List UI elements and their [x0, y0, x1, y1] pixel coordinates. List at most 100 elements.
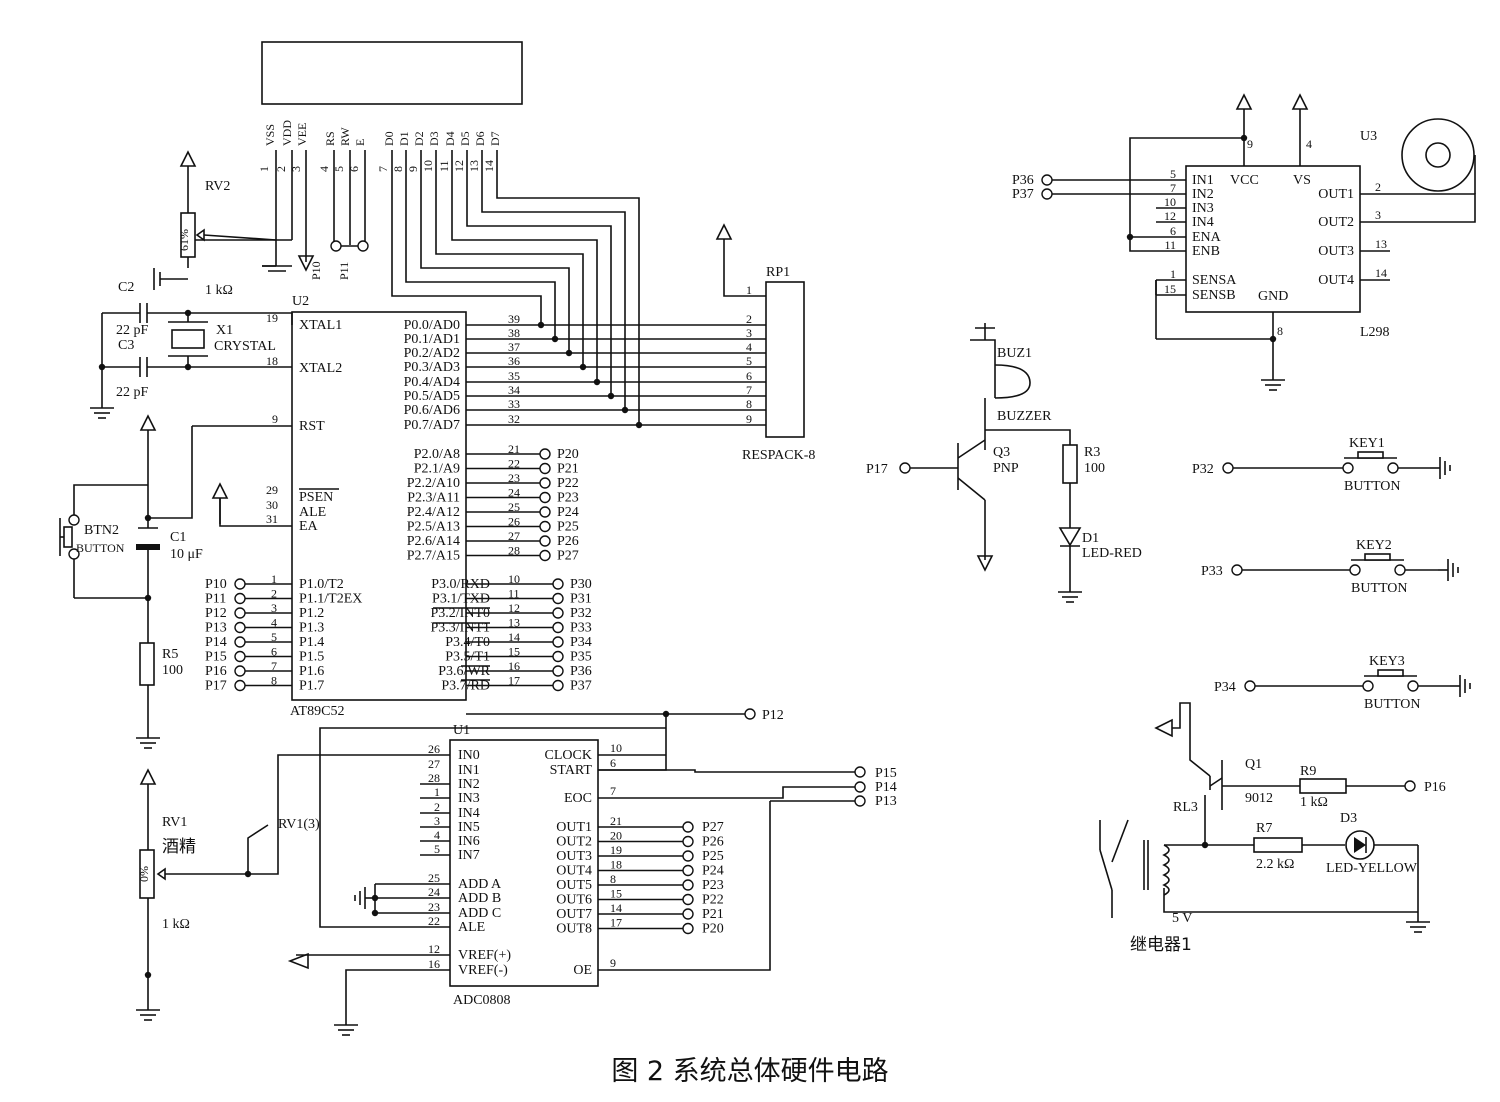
lcd-pin-number: 6 — [347, 166, 361, 172]
terminal-circle — [539, 535, 551, 547]
mcu-pin-num: 14 — [508, 630, 520, 644]
l298-pin-num: 5 — [1170, 167, 1176, 181]
mcu-pin-num: 27 — [508, 529, 520, 543]
wiper-arrow-icon — [156, 867, 166, 881]
net-label: P36 — [570, 664, 592, 679]
mcu-p1-name: P1.5 — [299, 650, 324, 665]
adc-pin-num: 19 — [610, 843, 622, 857]
wire — [598, 786, 855, 799]
wire — [1111, 819, 1129, 863]
net-label: P21 — [702, 907, 724, 922]
net-label: P23 — [702, 878, 724, 893]
terminal-circle — [1222, 462, 1234, 474]
lcd-pin-label: D3 — [427, 131, 441, 146]
lcd-pin-number: 5 — [332, 166, 346, 172]
wire — [1390, 193, 1476, 223]
crystal-x1 — [171, 329, 205, 349]
mcu-p1-name: P1.2 — [299, 606, 324, 621]
btn2-value: BUTTON — [76, 541, 125, 555]
net-label: P22 — [557, 476, 579, 491]
mcu-pin-num: 36 — [508, 354, 520, 368]
terminal-circle — [234, 621, 246, 634]
mcu-pin-num: 21 — [508, 442, 520, 456]
rv2-value: 1 kΩ — [205, 283, 233, 298]
net-label: P24 — [557, 505, 579, 520]
mcu-pin-num: 9 — [272, 412, 278, 426]
net-label: P16 — [1424, 780, 1446, 795]
mcu-p3-name: P3.1/TXD — [432, 592, 490, 607]
power-arrow-icon — [179, 150, 197, 167]
terminal-circle — [552, 607, 564, 619]
rp1-part: RESPACK-8 — [742, 448, 815, 463]
net-label: P23 — [557, 491, 579, 506]
adc-ref: U1 — [453, 723, 470, 738]
junction-dot — [144, 971, 152, 979]
adc-pin-num: 1 — [434, 785, 440, 799]
data-bus-wire — [435, 150, 584, 367]
mcu-pin-num: 11 — [508, 587, 520, 601]
adc-pin-num: 7 — [610, 784, 616, 798]
rv1-tap: RV1(3) — [278, 817, 320, 832]
key-part: BUTTON — [1364, 697, 1421, 712]
lcd-pin-number: 9 — [406, 166, 420, 172]
power-arrow-icon — [211, 482, 229, 499]
mcu-pin-num: 5 — [271, 630, 277, 644]
terminal-circle — [552, 621, 564, 634]
adc-part: ADC0808 — [453, 993, 511, 1008]
relay-name: 继电器1 — [1130, 935, 1192, 955]
adc-pin-num: 8 — [610, 872, 616, 886]
mcu-pin-num: 1 — [271, 572, 277, 586]
buzzer-part: BUZZER — [997, 409, 1052, 424]
wire — [723, 265, 766, 297]
power-arrow-icon — [139, 768, 157, 785]
lcd-pin-number: 7 — [376, 166, 390, 172]
rp1-pin-num: 5 — [746, 354, 752, 368]
l298-gnd: GND — [1258, 289, 1288, 304]
lcd-pin-label: VSS — [263, 124, 277, 146]
lcd-pin-number: 11 — [437, 160, 451, 172]
resistor-r5 — [139, 642, 155, 686]
terminal-circle — [1362, 680, 1374, 692]
key-button — [1364, 553, 1391, 561]
mcu-pin-name: EA — [299, 519, 319, 534]
lcd-pin-label: D1 — [397, 131, 411, 146]
resistor-r3 — [1062, 444, 1078, 484]
adc-pin-num: 17 — [610, 916, 622, 930]
data-bus-wire — [481, 150, 626, 410]
mcu-p0-name: P0.2/AD2 — [404, 346, 460, 361]
button-btn2 — [63, 526, 73, 548]
adc-pin-num: 25 — [428, 871, 440, 885]
lcd-pin-label: VDD — [280, 120, 294, 146]
lcd-pin-number: 12 — [452, 160, 466, 172]
rp1-pin-num: 7 — [746, 383, 752, 397]
terminal-circle — [1407, 680, 1419, 692]
mcu-pin-num: 16 — [508, 659, 520, 673]
mcu-pin-name: ALE — [299, 505, 326, 520]
adc-pin-name: VREF(-) — [458, 963, 508, 978]
mcu-pin-num: 4 — [271, 616, 277, 630]
adc-pin-name: ALE — [458, 920, 485, 935]
net-label: P13 — [205, 621, 227, 636]
wire — [345, 969, 450, 1015]
mcu-p2-name: P2.7/A15 — [407, 549, 460, 564]
l298-pin-num: 3 — [1375, 208, 1381, 222]
l298-pin-name: IN3 — [1192, 201, 1214, 216]
lcd-pin-number: 2 — [274, 166, 288, 172]
adc-pin-num: 2 — [434, 800, 440, 814]
l298-pin-num: 12 — [1164, 209, 1176, 223]
relay-coil-icon — [1162, 844, 1170, 896]
wire — [1209, 777, 1223, 787]
power-arrow-icon — [139, 414, 157, 431]
terminal-circle — [1387, 462, 1399, 474]
lcd-pin-label: VEE — [295, 123, 309, 146]
power-arrow-icon — [1291, 93, 1309, 110]
adc-pin-num: 26 — [428, 742, 440, 756]
adc-pin-num: 4 — [434, 828, 440, 842]
l298-pin-name: ENA — [1192, 230, 1222, 245]
adc-pin-num: 15 — [610, 887, 622, 901]
net-label: P25 — [557, 520, 579, 535]
led-d1-icon — [1058, 527, 1082, 547]
terminal-circle — [682, 893, 694, 906]
